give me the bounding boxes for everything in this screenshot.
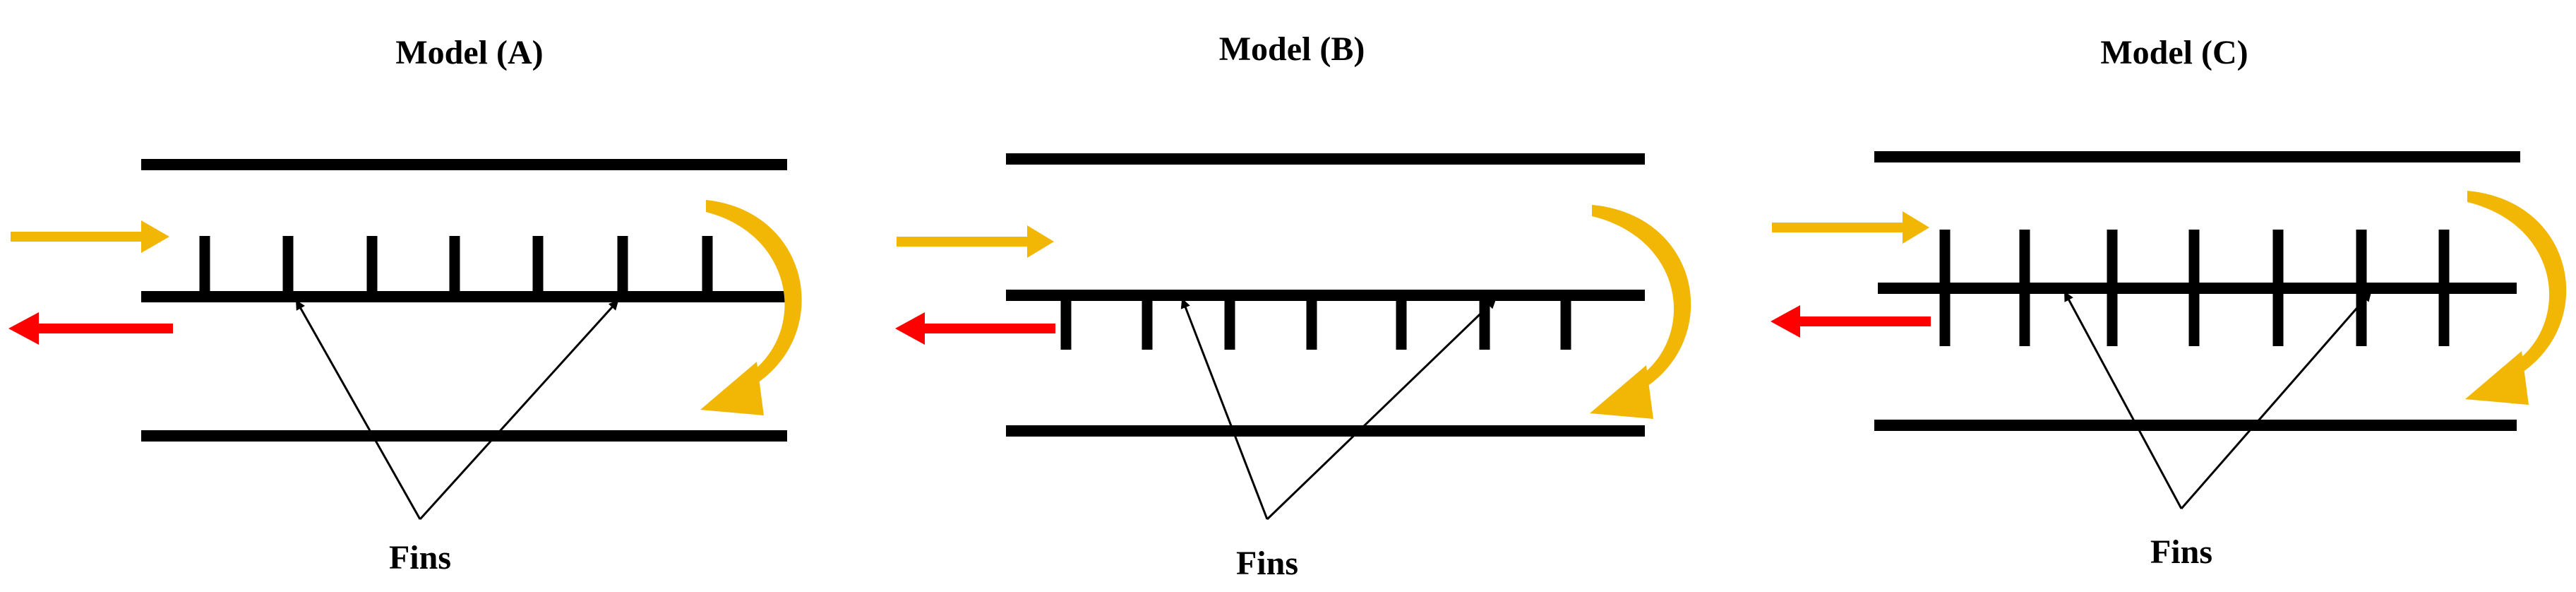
model-a-fins bbox=[199, 236, 713, 297]
leader-line bbox=[295, 300, 421, 520]
model-b-inflow-arrow bbox=[897, 225, 1054, 258]
model-b-outflow-arrow bbox=[895, 312, 1055, 345]
model-a-fins-label: Fins bbox=[389, 539, 451, 576]
model-c-inflow-arrow bbox=[1772, 211, 1929, 244]
model-a-title: Model (A) bbox=[395, 34, 543, 71]
model-b-turn-arrow bbox=[1590, 205, 1691, 419]
model-c-outflow-arrow bbox=[1771, 305, 1931, 338]
leader-line bbox=[419, 300, 619, 521]
model-a-leader-lines bbox=[295, 300, 619, 521]
model-a-turn-arrow bbox=[700, 200, 802, 415]
model-c-fins-label: Fins bbox=[2150, 533, 2212, 571]
model-c-leader-lines bbox=[2063, 291, 2372, 509]
model-a-outflow-arrow bbox=[8, 312, 173, 345]
leader-line bbox=[1180, 298, 1269, 520]
model-c-fins bbox=[1939, 230, 2450, 346]
leader-line bbox=[1266, 298, 1497, 521]
model-b-title: Model (B) bbox=[1219, 30, 1365, 68]
leader-line bbox=[2063, 291, 2183, 509]
model-b: Model (B) Fins bbox=[895, 30, 1691, 582]
model-c: Model (C) Fins bbox=[1771, 34, 2567, 571]
model-b-fins-label: Fins bbox=[1236, 545, 1298, 582]
model-c-title: Model (C) bbox=[2100, 34, 2248, 71]
model-b-leader-lines bbox=[1180, 298, 1497, 521]
model-b-fins bbox=[1060, 295, 1571, 350]
model-c-turn-arrow bbox=[2465, 191, 2567, 405]
model-a-inflow-arrow bbox=[11, 220, 169, 253]
model-a: Model (A) Fins bbox=[8, 34, 802, 576]
leader-line bbox=[2180, 291, 2372, 509]
